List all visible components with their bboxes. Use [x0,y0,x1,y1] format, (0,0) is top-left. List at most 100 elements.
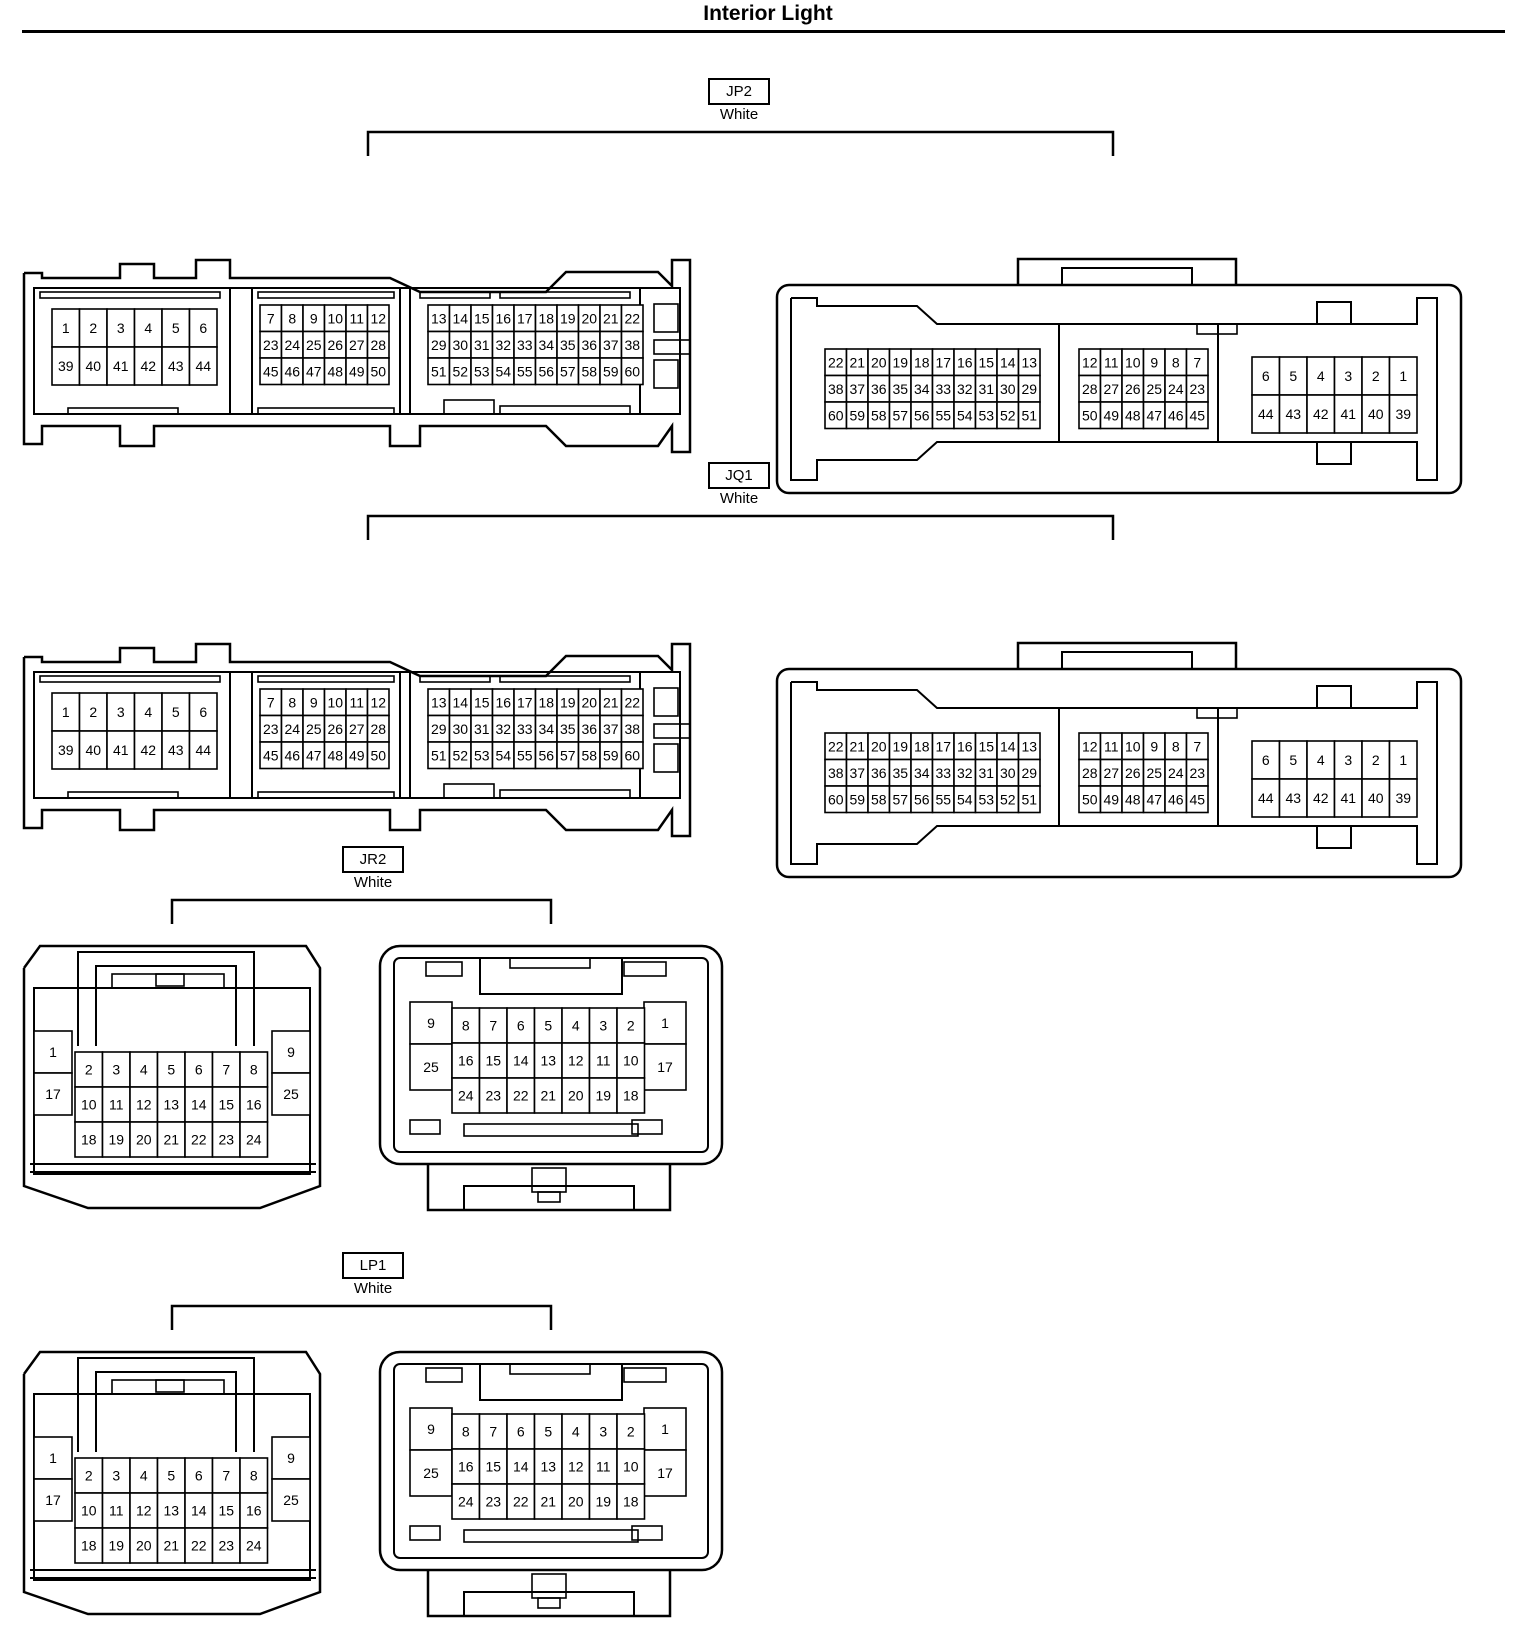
outline-path [95,1371,237,1452]
pin-cell [239,1121,269,1158]
pin-number: 18 [81,1132,97,1148]
pin-number: 35 [892,765,908,781]
pin-number: 2 [89,704,97,720]
pin-number: 23 [263,721,279,737]
pin-number: 9 [427,1015,435,1031]
pin-number: 8 [462,1424,470,1440]
outline-rect [653,687,679,717]
pin-number: 17 [517,694,533,710]
pin-number: 13 [431,694,447,710]
pin-cell [129,1527,159,1564]
pin-cell [616,1483,646,1520]
pin-number: 21 [603,694,619,710]
pin-number: 59 [603,747,619,763]
pin-number: 14 [513,1053,529,1069]
pin-number: 10 [623,1053,639,1069]
pin-number: 32 [957,765,973,781]
connector-color-jr2: White [353,874,393,891]
title-rule [22,30,1505,33]
connector-color-lp1: White [353,1280,393,1297]
pin-cell [561,1483,591,1520]
pin-cell [1185,401,1209,430]
pin-cell [133,308,163,348]
pin-number: 15 [485,1053,501,1069]
pin-number: 54 [957,407,973,423]
pin-number: 26 [1125,381,1141,397]
pin-number: 18 [914,354,930,370]
pin-cell [188,730,218,770]
pin-number: 4 [572,1424,580,1440]
pin-number: 9 [287,1450,295,1466]
pin-number: 19 [108,1538,124,1554]
pin-cell [588,1483,618,1520]
pin-number: 19 [595,1088,611,1104]
pin-number: 5 [544,1018,552,1034]
pin-number: 36 [871,765,887,781]
pin-number: 12 [370,310,386,326]
pin-number: 48 [327,363,343,379]
pin-number: 16 [458,1053,474,1069]
pin-number: 19 [108,1132,124,1148]
pin-number: 50 [370,363,386,379]
pin-number: 38 [624,721,640,737]
pin-cell [161,730,191,770]
outline-rect [537,1597,561,1609]
pin-number: 16 [246,1097,262,1113]
pin-number: 6 [1262,752,1270,768]
pin-number: 3 [1344,368,1352,384]
pin-cell [478,1077,508,1114]
pin-cell [506,1007,536,1044]
pin-number: 56 [538,747,554,763]
pin-cell [451,1483,481,1520]
pin-number: 38 [828,765,844,781]
outline-path [366,130,1115,156]
pin-number: 28 [1082,765,1098,781]
pin-number: 2 [85,1062,93,1078]
pin-number: 47 [306,747,322,763]
pin-number: 7 [267,310,275,326]
pin-number: 29 [1021,381,1037,397]
pin-number: 34 [538,721,554,737]
pin-number: 20 [136,1538,152,1554]
pin-number: 20 [871,354,887,370]
pin-number: 24 [1168,765,1184,781]
pin-number: 18 [538,310,554,326]
pin-cell [239,1051,269,1088]
outline-rect [409,1119,441,1135]
pin-number: 3 [112,1468,120,1484]
pin-cell [51,346,81,386]
pin-number: 12 [136,1503,152,1519]
pin-number: 20 [871,738,887,754]
pin-cell [129,1051,159,1088]
pin-number: 20 [581,310,597,326]
pin-number: 27 [1103,765,1119,781]
outline-rect [499,405,631,415]
outline-path [463,1185,635,1210]
connector-code-jr2: JR2 [342,846,404,873]
pin-number: 43 [1285,790,1301,806]
outline-path [790,297,1438,481]
pin-number: 34 [914,381,930,397]
connector-color-jp2: White [719,106,759,123]
pin-cell [74,1457,104,1494]
pin-number: 59 [849,407,865,423]
pin-number: 15 [978,738,994,754]
pin-number: 2 [85,1468,93,1484]
pin-number: 33 [935,381,951,397]
pin-cell [533,1483,563,1520]
outline-rect [653,723,691,739]
pin-number: 57 [892,791,908,807]
outline-rect [419,291,491,299]
pin-number: 52 [452,363,468,379]
pin-number: 16 [495,310,511,326]
pin-number: 18 [623,1088,639,1104]
pin-cell [1333,394,1363,434]
pin-number: 21 [163,1538,179,1554]
pin-cell [211,1527,241,1564]
pin-number: 7 [489,1018,497,1034]
pin-number: 7 [1193,354,1201,370]
pin-cell [184,1121,214,1158]
pin-number: 29 [431,721,447,737]
